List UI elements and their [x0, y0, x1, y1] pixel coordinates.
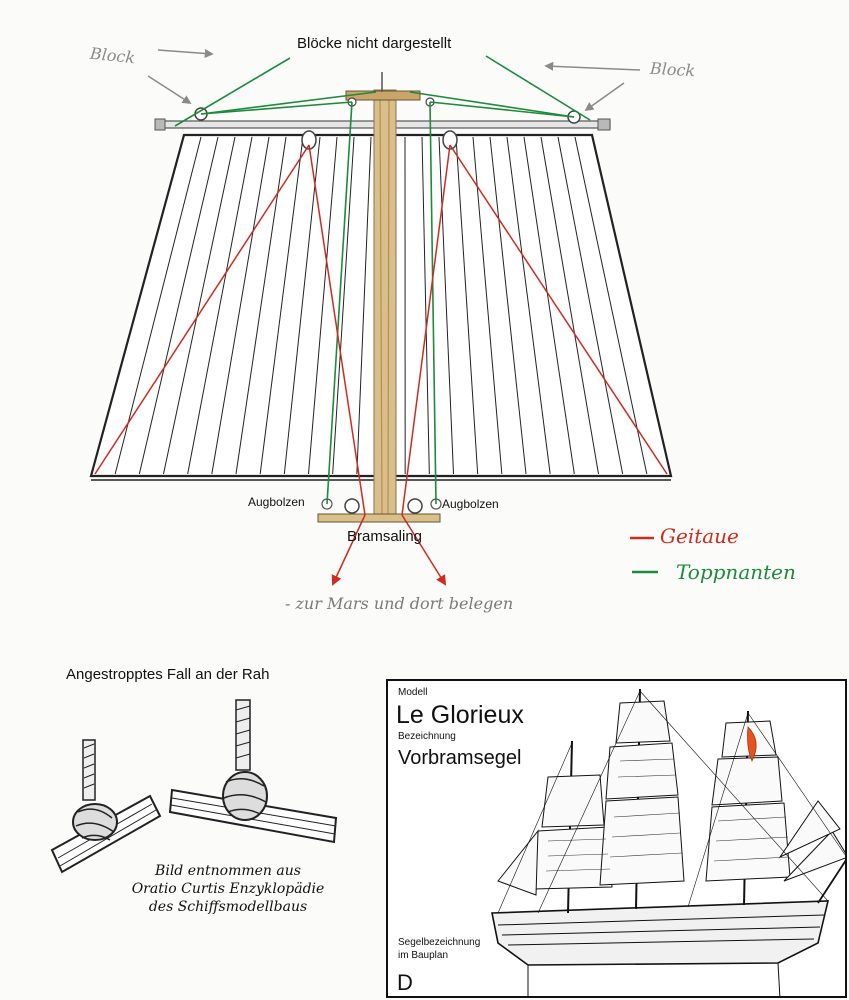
ship-drawing: [491, 688, 845, 996]
sail-seam: [211, 136, 270, 475]
legend-toppnanten: Toppnanten: [676, 560, 796, 584]
sail-seam: [356, 136, 372, 475]
sail-seam: [523, 136, 575, 475]
sail-seam: [540, 136, 599, 475]
plan-title-block: Modell Le Glorieux Bezeichnung Vorbramse…: [386, 679, 847, 998]
yard-knot-left: [50, 739, 162, 874]
sail-seam: [489, 136, 527, 475]
handwritten-note: - zur Mars und dort belegen: [285, 594, 514, 613]
sail-seam: [187, 136, 253, 475]
model-label: Modell: [398, 687, 428, 698]
pencil-arrows: [147, 48, 641, 112]
caption-line-1: Bild entnommen aus: [155, 863, 301, 879]
sail-seam: [332, 136, 355, 475]
plan-label-line-2: im Bauplan: [398, 950, 449, 961]
plan-letter: D: [397, 970, 413, 995]
legend-geitaue: Geitaue: [660, 524, 739, 548]
sail-seam: [138, 136, 219, 475]
geitaue-lines: [94, 144, 668, 586]
block-label-right: Block: [649, 58, 696, 81]
sail-seam: [259, 136, 304, 475]
caption-line-3: des Schiffsmodellbaus: [148, 899, 308, 915]
sail-seam: [163, 136, 236, 475]
plan-label-line-1: Segelbezeichnung: [398, 937, 481, 948]
sail-seam: [506, 136, 551, 475]
flag-icon: [747, 726, 757, 762]
sail-seam: [438, 136, 454, 475]
sail-seam: [574, 136, 648, 475]
sail-seam: [283, 136, 321, 475]
sail-seam: [472, 136, 503, 475]
sail-seams: [114, 136, 648, 475]
bramsaling-crosstree: [317, 498, 442, 523]
rigging-diagram: [89, 48, 673, 586]
diagram-title: Blöcke nicht dargestellt: [297, 35, 452, 52]
sail-seam: [308, 136, 338, 475]
sail-seam: [114, 136, 202, 475]
sail-seam: [455, 136, 479, 475]
caption-line-2: Oratio Curtis Enzyklopädie: [131, 881, 325, 897]
bend-illustration-caption: Bild entnommen aus Oratio Curtis Enzyklo…: [128, 862, 328, 916]
yard-knot-right: [168, 699, 338, 844]
sail-seam: [557, 136, 624, 475]
augbolzen-label-left: Augbolzen: [248, 495, 305, 509]
designation-label: Bezeichnung: [398, 731, 456, 742]
topgallant-mast: [345, 72, 421, 521]
toppnanten-lines: [174, 55, 591, 505]
model-name: Le Glorieux: [396, 701, 524, 729]
sail-seam: [421, 136, 430, 475]
designation-value: Vorbramsegel: [398, 747, 522, 769]
bend-illustration-title: Angestropptes Fall an der Rah: [66, 666, 270, 683]
augbolzen-label-right: Augbolzen: [442, 497, 499, 511]
bramsaling-label: Bramsaling: [347, 528, 423, 545]
